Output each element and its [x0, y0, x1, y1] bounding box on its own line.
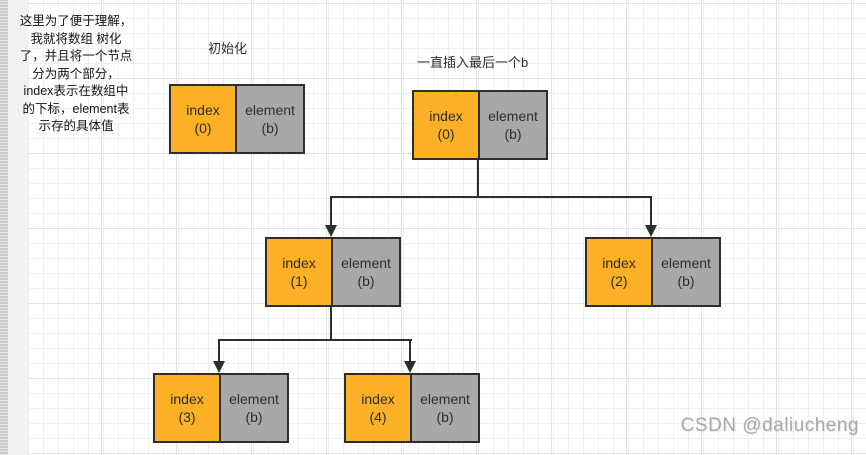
element-cell: element (b)	[412, 375, 478, 441]
index-value: (0)	[194, 120, 212, 136]
tree2-label: 一直插入最后一个b	[417, 55, 529, 70]
index-value: (0)	[437, 126, 455, 142]
element-cell: element (b)	[221, 375, 287, 441]
tree1-label: 初始化	[208, 41, 248, 56]
connector-line	[477, 160, 479, 198]
element-value: (b)	[436, 409, 454, 425]
node-index-3: index (3) element (b)	[153, 373, 289, 443]
node-root-0: index (0) element (b)	[412, 90, 548, 160]
arrow-down-icon	[404, 361, 416, 373]
connector-line	[330, 196, 332, 226]
element-label: element	[341, 255, 391, 271]
side-note: 这里为了便于理解， 我就将数组 树化 了，并且将一个节点 分为两个部分， ind…	[19, 14, 133, 133]
index-label: index	[282, 255, 316, 271]
arrow-down-icon	[213, 361, 225, 373]
connector-line	[330, 196, 652, 198]
element-label: element	[488, 108, 538, 124]
index-label: index	[429, 108, 463, 124]
window-edge	[0, 0, 8, 455]
index-cell: index (3)	[155, 375, 221, 441]
element-cell: element (b)	[333, 239, 399, 305]
element-value: (b)	[357, 273, 375, 289]
index-value: (2)	[610, 273, 628, 289]
watermark: CSDN @daliucheng	[680, 415, 859, 436]
connector-line	[409, 339, 411, 362]
arrow-down-icon	[645, 225, 657, 237]
index-value: (1)	[290, 273, 308, 289]
connector-line	[650, 196, 652, 226]
index-cell: index (0)	[414, 92, 480, 158]
canvas-gutter	[8, 0, 28, 455]
node-index-1: index (1) element (b)	[265, 237, 401, 307]
node-index-2: index (2) element (b)	[585, 237, 721, 307]
element-label: element	[420, 391, 470, 407]
index-label: index	[186, 102, 220, 118]
element-value: (b)	[261, 120, 279, 136]
index-cell: index (2)	[587, 239, 653, 305]
element-value: (b)	[504, 126, 522, 142]
element-value: (b)	[677, 273, 695, 289]
index-value: (4)	[369, 409, 387, 425]
node-index-4: index (4) element (b)	[344, 373, 480, 443]
element-label: element	[661, 255, 711, 271]
connector-line	[218, 339, 412, 341]
index-label: index	[361, 391, 395, 407]
connector-line	[218, 339, 220, 362]
element-cell: element (b)	[653, 239, 719, 305]
index-label: index	[170, 391, 204, 407]
element-value: (b)	[245, 409, 263, 425]
index-cell: index (1)	[267, 239, 333, 305]
index-label: index	[602, 255, 636, 271]
index-cell: index (4)	[346, 375, 412, 441]
index-value: (3)	[178, 409, 196, 425]
connector-line	[330, 307, 332, 341]
node-init-0: index (0) element (b)	[169, 84, 305, 154]
element-cell: element (b)	[237, 86, 303, 152]
arrow-down-icon	[325, 225, 337, 237]
index-cell: index (0)	[171, 86, 237, 152]
element-label: element	[229, 391, 279, 407]
element-label: element	[245, 102, 295, 118]
element-cell: element (b)	[480, 92, 546, 158]
